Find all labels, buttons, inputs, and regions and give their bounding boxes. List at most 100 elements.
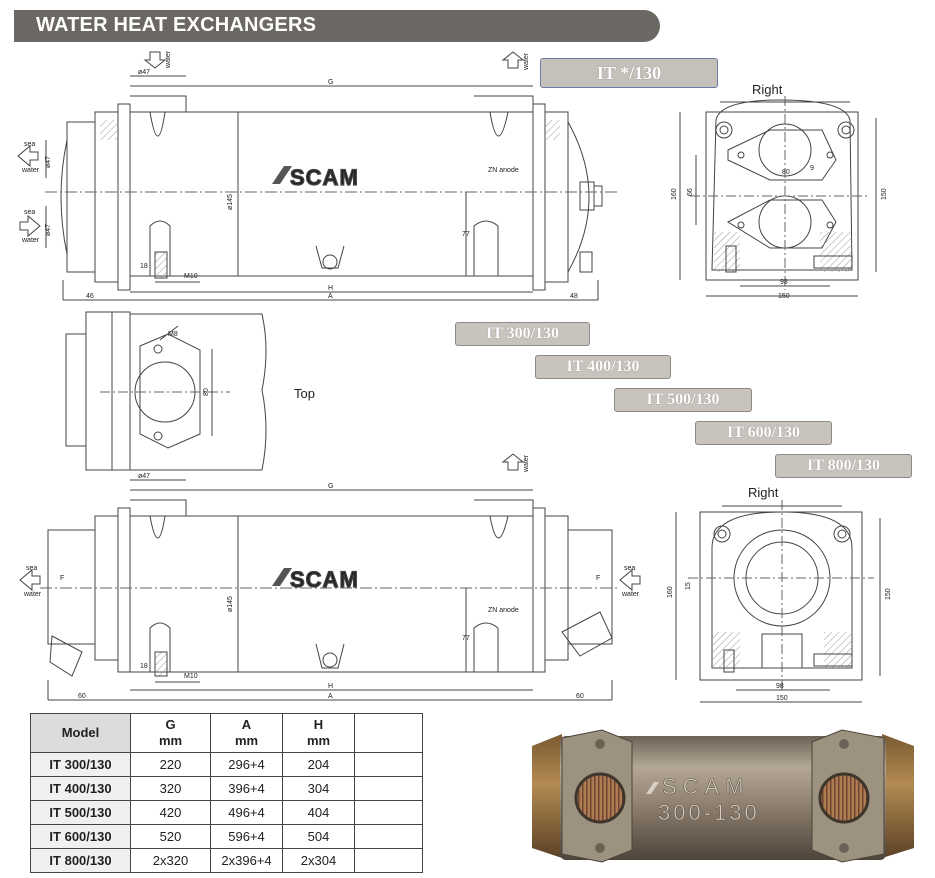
bolt-icon: [595, 843, 605, 853]
dim-a-2: A: [328, 693, 333, 700]
model-tag-300: IT 300/130: [455, 322, 590, 346]
cell-g: 420: [130, 800, 211, 825]
model-tag-600: IT 600/130: [695, 421, 832, 445]
sea-label-1: sea: [24, 141, 35, 148]
flow-down-arrow: [143, 51, 167, 69]
page-title: WATER HEAT EXCHANGERS: [36, 14, 317, 36]
tube-bundle-right: [818, 772, 870, 824]
bolt-icon: [595, 739, 605, 749]
table-row: IT 400/130 320 396+4 304: [30, 776, 423, 801]
dim-150-v-2: 150: [885, 588, 892, 600]
brand-logo-upper: SCAM: [272, 164, 359, 191]
col-header-model: Model: [30, 713, 131, 753]
shell-body: [560, 736, 886, 860]
table-row: IT 600/130 520 596+4 504: [30, 824, 423, 849]
dim-phi145-2: ø145: [227, 596, 234, 612]
cell-extra: [354, 752, 423, 777]
dim-66: 66: [687, 188, 694, 196]
dim-150-v: 150: [881, 188, 888, 200]
dim-phi47: ø47: [138, 69, 150, 76]
end-cap-right: [882, 734, 914, 858]
end-cap-left: [532, 734, 562, 858]
cell-extra: [354, 848, 423, 873]
dim-phi47-out: ø47: [45, 224, 52, 236]
dim-18: 18: [140, 263, 148, 270]
dim-18-2: 18: [140, 663, 148, 670]
svg-text:SCAM: SCAM: [290, 165, 359, 190]
right-view-upper: [679, 96, 877, 297]
zn-anode-label: ZN anode: [488, 167, 519, 174]
water-label-out: water: [523, 52, 530, 71]
front-view-upper: [45, 75, 620, 301]
table-row: IT 500/130 420 496+4 404: [30, 800, 423, 825]
cell-model: IT 400/130: [30, 776, 131, 801]
table-row: IT 300/130 220 296+4 204: [30, 752, 423, 777]
model-tag-500: IT 500/130: [614, 388, 752, 412]
dim-g-2: G: [328, 483, 333, 490]
dim-m10-2: M10: [184, 673, 198, 680]
dim-phi47-in: ø47: [45, 156, 52, 168]
dim-98-2: 98: [776, 683, 784, 690]
table-row: IT 800/130 2x320 2x396+4 2x304: [30, 848, 423, 873]
dim-80-top: 80: [203, 388, 210, 396]
technical-drawing: SCAM SCAM ø47 G H A 46 48 M10 18 77 ø145…: [17, 50, 892, 703]
sea-label-3: sea: [26, 565, 37, 572]
photo-model-text: 300-130: [658, 800, 760, 825]
water-label-1: water: [21, 167, 40, 174]
dim-a: A: [328, 293, 333, 300]
header-bar: WATER HEAT EXCHANGERS: [14, 10, 660, 42]
zn-anode-label-2: ZN anode: [488, 607, 519, 614]
cell-h: 304: [282, 776, 355, 801]
cell-a: 496+4: [210, 800, 283, 825]
col-header-extra: [354, 713, 423, 753]
dim-f-left: F: [60, 575, 64, 582]
sea-water-arrow-right: [619, 568, 641, 592]
dim-m8: M8: [168, 331, 178, 338]
front-view-lower: [40, 479, 620, 701]
cell-model: IT 600/130: [30, 824, 131, 849]
cell-h: 504: [282, 824, 355, 849]
sea-label-4: sea: [624, 565, 635, 572]
dim-m10: M10: [184, 273, 198, 280]
dim-77-2: 77: [462, 635, 470, 642]
bolt-icon: [839, 739, 849, 749]
cell-g: 320: [130, 776, 211, 801]
cell-model: IT 800/130: [30, 848, 131, 873]
cell-extra: [354, 776, 423, 801]
dim-f-right: F: [596, 575, 600, 582]
svg-text:SCAM: SCAM: [290, 567, 359, 592]
cell-model: IT 300/130: [30, 752, 131, 777]
dim-15: 15: [685, 582, 692, 590]
tube-bundle-left: [574, 772, 626, 824]
cell-h: 404: [282, 800, 355, 825]
dim-150-h: 150: [778, 293, 790, 300]
dim-h: H: [328, 285, 333, 292]
cell-g: 520: [130, 824, 211, 849]
water-label-in: water: [165, 50, 172, 69]
dim-g: G: [328, 79, 333, 86]
right-view-label-2: Right: [748, 485, 779, 500]
cell-g: 2x320: [130, 848, 211, 873]
top-view: [65, 311, 267, 471]
right-view-lower: [675, 500, 881, 703]
top-view-label: Top: [294, 386, 315, 401]
brand-logo-lower: SCAM: [272, 566, 359, 593]
dim-48: 48: [570, 293, 578, 300]
dim-phi47-2: ø47: [138, 473, 150, 480]
dim-160-2: 160: [667, 586, 674, 598]
cell-h: 204: [282, 752, 355, 777]
sea-water-out-arrow: [17, 144, 39, 168]
cell-a: 296+4: [210, 752, 283, 777]
dim-phi145: ø145: [227, 194, 234, 210]
flow-up-arrow: [501, 51, 525, 69]
dim-150-h-2: 150: [776, 695, 788, 702]
cell-g: 220: [130, 752, 211, 777]
water-label-3: water: [23, 591, 42, 598]
cell-model: IT 500/130: [30, 800, 131, 825]
water-label-4: water: [621, 591, 640, 598]
dim-80-right: 80: [782, 169, 790, 176]
water-label-2: water: [21, 237, 40, 244]
flow-up-arrow-2: [501, 453, 525, 471]
